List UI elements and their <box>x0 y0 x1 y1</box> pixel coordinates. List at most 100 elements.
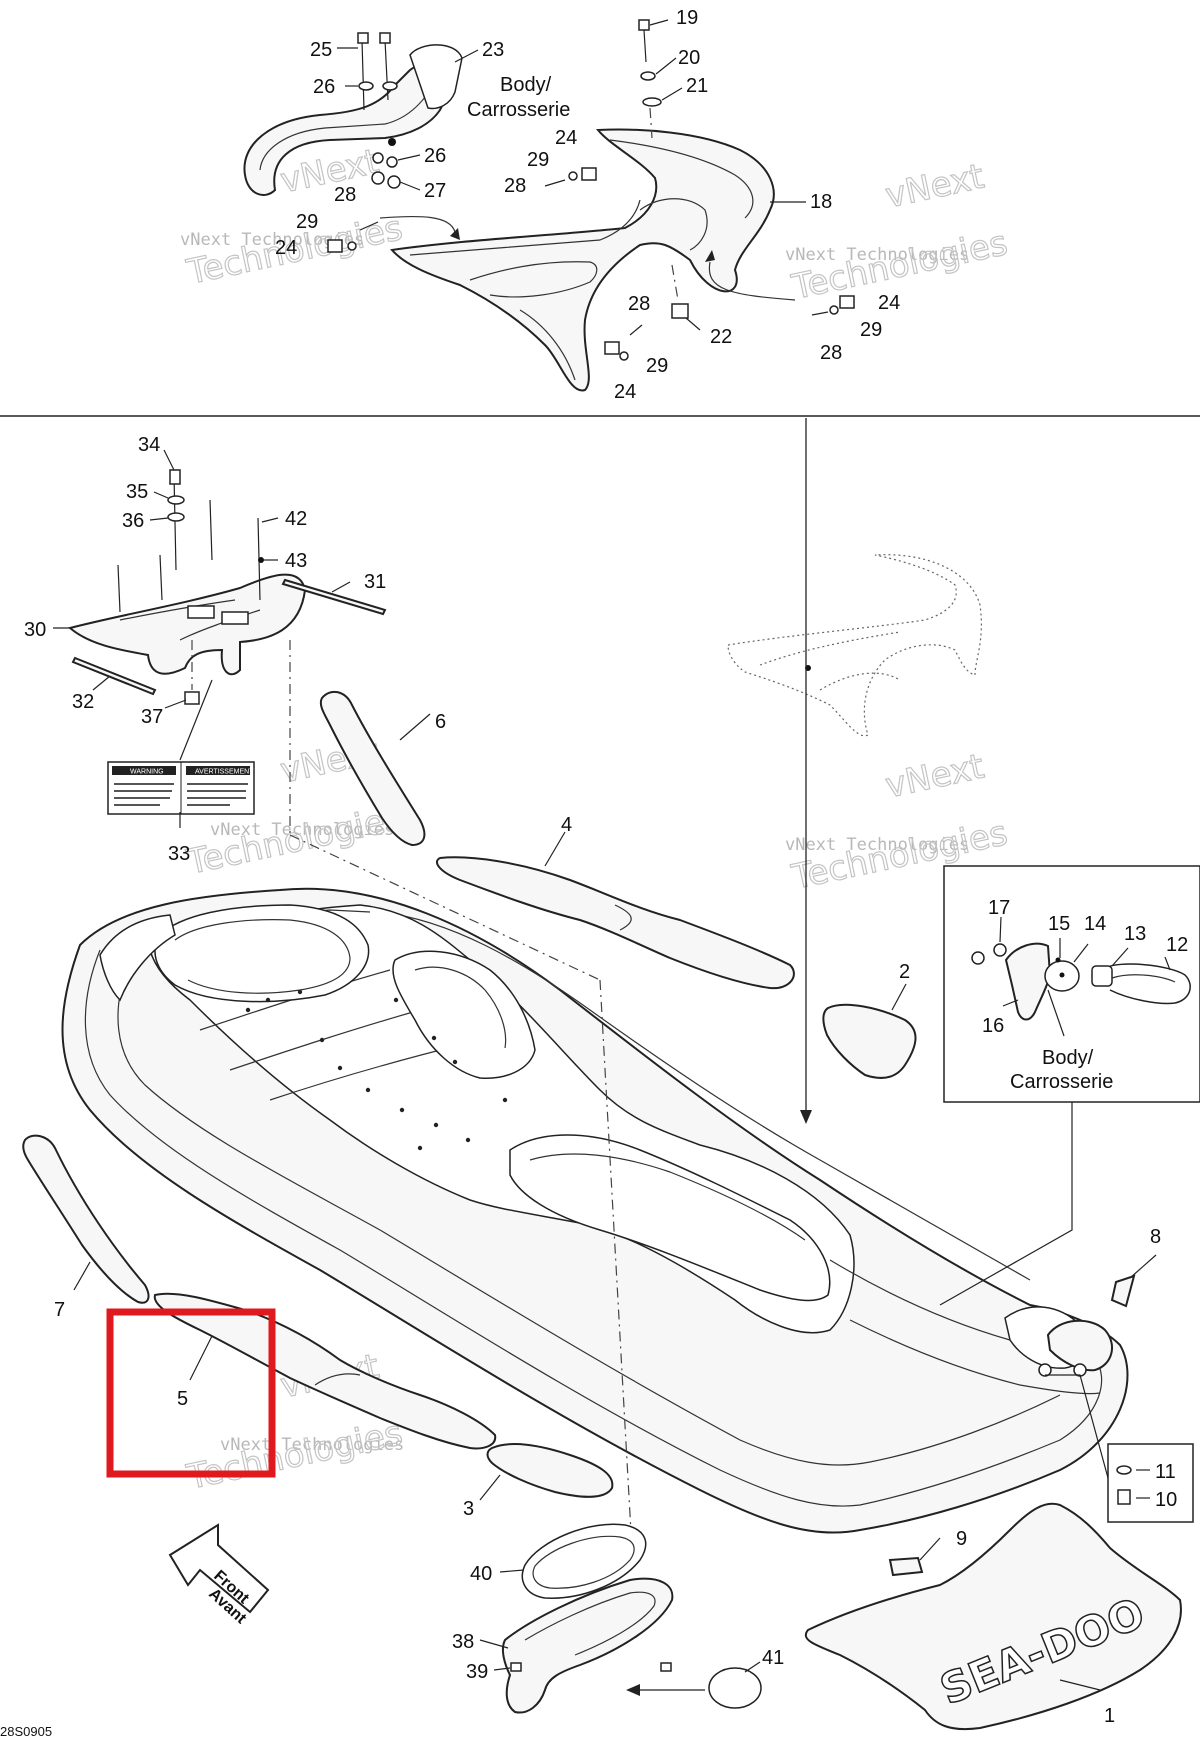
watermark-small-4: vNext Technologies <box>785 835 969 855</box>
nut-37 <box>184 691 200 705</box>
screw-28-right <box>811 311 829 316</box>
callout-32: 32 <box>72 691 94 713</box>
grab-handle-inset <box>939 865 1200 1306</box>
cover-slot-b <box>221 611 249 625</box>
nut-24-right <box>839 295 855 309</box>
callout-26-a: 26 <box>313 76 335 98</box>
callout-11: 11 <box>1155 1461 1176 1483</box>
callout-39: 39 <box>466 1661 488 1683</box>
rear-handle-fastener-a <box>1038 1363 1052 1377</box>
decal-9 <box>888 1556 924 1577</box>
body-note-top-line2: Carrosserie <box>467 99 570 121</box>
mat-4-seam <box>614 904 632 931</box>
screw-10 <box>1117 1489 1131 1505</box>
warning-label-33: WARNING AVERTISSEMENT <box>107 761 255 815</box>
callout-2: 2 <box>899 961 910 983</box>
callout-43: 43 <box>285 550 307 572</box>
storage-tub-inner <box>414 966 507 1049</box>
mat-1 <box>805 1502 1182 1731</box>
bolt-25-head <box>357 32 369 44</box>
callout-labels: 1 2 3 4 5 6 7 8 9 10 11 12 13 14 15 16 1… <box>24 7 1188 1727</box>
watermark-small-2: vNext Technologies <box>785 245 969 265</box>
watermark-small-5: vNext Technologies <box>220 1435 404 1455</box>
leader-41 <box>744 1661 761 1673</box>
washer-20 <box>640 71 656 81</box>
upper-body-section <box>243 19 855 392</box>
rear-handle-fastener-b <box>1073 1363 1087 1377</box>
washer-26-b <box>372 152 384 164</box>
washer-29-left <box>347 241 357 251</box>
fastener-box <box>1107 1443 1194 1523</box>
leader-31 <box>331 581 351 593</box>
ghost-body-inner <box>759 631 901 691</box>
nut-27-a <box>371 171 385 185</box>
handle-cowl-top <box>409 44 463 110</box>
callout-29-d: 29 <box>860 319 882 341</box>
leader-17 <box>999 916 1002 943</box>
nut-26-a <box>388 138 396 146</box>
callout-16: 16 <box>982 1015 1004 1037</box>
callout-30: 30 <box>24 619 46 641</box>
main-hull <box>61 834 1129 1551</box>
bolt-43-mark <box>258 557 264 563</box>
leader-40 <box>499 1569 525 1573</box>
mat-7 <box>22 1134 150 1304</box>
nut-24-bottom <box>604 341 620 355</box>
bolt-left-a <box>117 564 121 613</box>
nut-17-b <box>971 951 985 965</box>
watermark-big-7: vNext <box>882 747 987 807</box>
front-hatch-inner <box>174 919 351 994</box>
leader-23 <box>454 49 479 63</box>
callout-24-a: 24 <box>555 127 577 149</box>
leader-35 <box>153 491 169 499</box>
leader-36 <box>149 517 169 521</box>
callout-29-b: 29 <box>527 149 549 171</box>
warning-title-right: AVERTISSEMENT <box>195 769 254 776</box>
upper-body-shell <box>390 128 775 392</box>
watermark-big-10: Technologies <box>183 1413 406 1498</box>
right-arrow-head <box>705 250 715 262</box>
washer-36 <box>167 512 185 522</box>
callout-29-a: 29 <box>296 211 318 233</box>
leader-38 <box>479 1639 509 1649</box>
watermark-big-1: vNext <box>277 142 382 202</box>
callout-5: 5 <box>177 1388 188 1410</box>
leaders-top <box>337 19 806 331</box>
callout-41: 41 <box>762 1647 784 1669</box>
bolt-23-head <box>379 32 391 44</box>
leader-9 <box>919 1537 941 1561</box>
mat-2 <box>822 1003 917 1079</box>
mat-6 <box>319 690 426 847</box>
nut-24-left <box>327 239 343 253</box>
leaders-hull <box>73 713 1157 1691</box>
watermark-1: vNext vNext Technologies Technologies <box>180 141 407 294</box>
rear-handle-assembly <box>1038 1319 1194 1523</box>
bushing-13 <box>1091 965 1113 987</box>
washer-15-b <box>1059 972 1065 978</box>
bolt-34-shaft <box>173 474 177 571</box>
axis-19 <box>649 107 653 139</box>
callout-3: 3 <box>463 1498 474 1520</box>
mat-5 <box>153 1292 497 1450</box>
strip-31 <box>281 578 387 616</box>
callout-22: 22 <box>710 326 732 348</box>
callout-6: 6 <box>435 711 446 733</box>
drawing-code: 28S0905 <box>0 1724 52 1739</box>
hull-inner-rim-1 <box>84 949 1103 1507</box>
bolt-19-shaft <box>643 29 647 63</box>
upper-body-inner-1 <box>409 199 641 256</box>
rear-deck-line-2 <box>849 1319 1101 1395</box>
clamp-41 <box>708 1667 762 1709</box>
arrow-41-head <box>626 1684 640 1696</box>
washer-29-bottom <box>619 351 629 361</box>
mat-5-seam <box>314 1373 361 1386</box>
washer-35 <box>167 495 185 505</box>
bolt-19-head <box>638 19 650 31</box>
leader-39 <box>493 1667 511 1671</box>
handle-12 <box>1104 963 1191 1005</box>
body-arrow-curve <box>379 215 456 233</box>
front-hatch-opening <box>154 904 370 1003</box>
callout-36: 36 <box>122 510 144 532</box>
nut-17 <box>993 943 1007 957</box>
